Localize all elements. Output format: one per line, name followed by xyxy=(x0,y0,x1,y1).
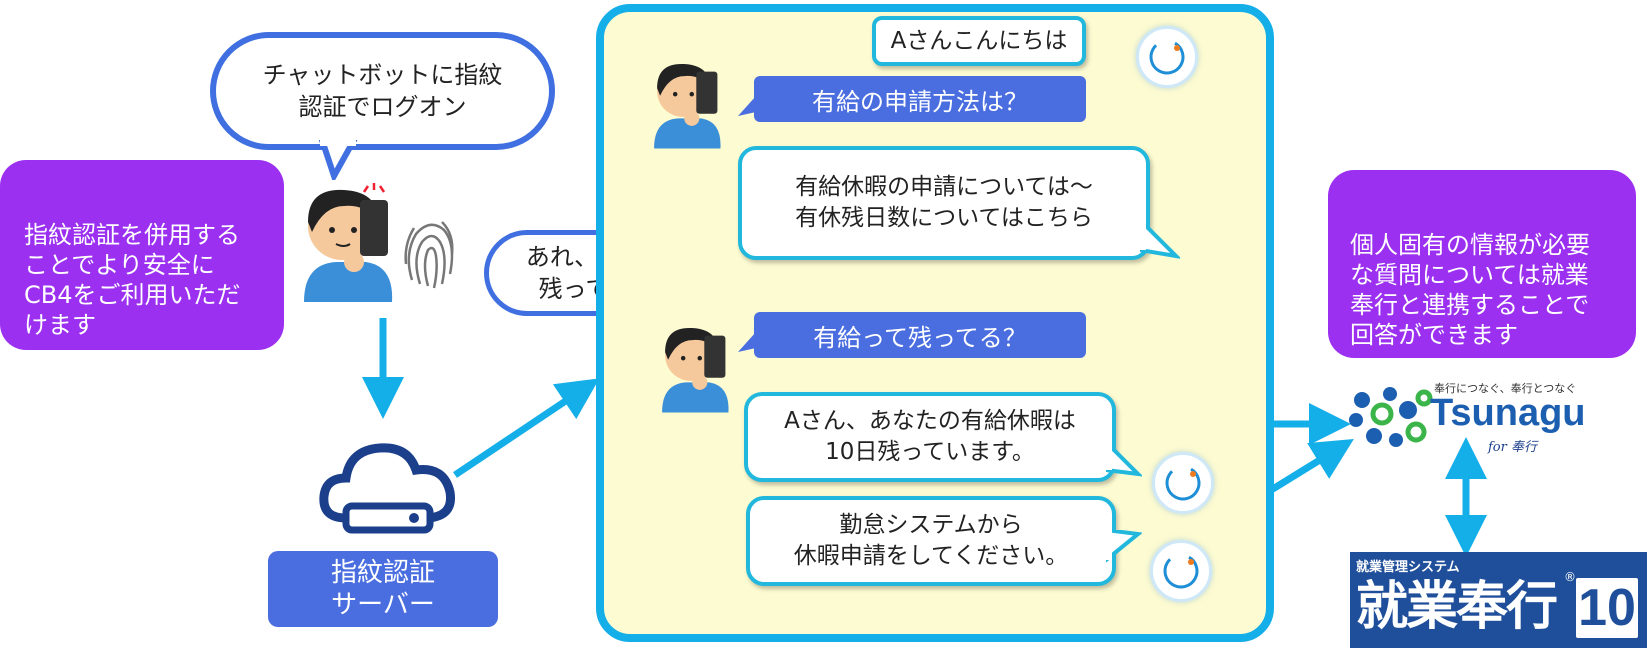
tsunagu-for: for 奉行 xyxy=(1488,440,1537,455)
info-note: 個人固有の情報が必要 な質問については就業 奉行と連携することで 回答ができます xyxy=(1328,170,1636,358)
user-question-1-text: 有給の申請方法は？ xyxy=(812,87,1028,116)
user-with-phone-icon xyxy=(654,63,721,149)
user-question-1: 有給の申請方法は？ xyxy=(754,76,1086,122)
bot-answer-3: 勤怠システムから 休暇申請をしてください。 xyxy=(746,496,1116,586)
arrow-diagonal-icon xyxy=(453,378,600,478)
bugyo-caption: 就業管理システム xyxy=(1356,560,1460,575)
thought-login-text: チャットボットに指紋 認証でログオン xyxy=(262,61,503,121)
bot-answer-2: Aさん、あなたの有給休暇は 10日残っています。 xyxy=(744,392,1116,482)
fingerprint-note: 指紋認証を併用する ことでより安全に CB4をご利用いただ けます xyxy=(0,160,284,350)
bubble-tail-icon xyxy=(738,96,756,116)
bot-answer-1: 有給休暇の申請については～ 有休残日数についてはこちら xyxy=(738,146,1150,260)
bot-answer-1-text: 有給休暇の申請については～ 有休残日数についてはこちら xyxy=(795,174,1093,231)
bot-answer-3-text: 勤怠システムから 休暇申請をしてください。 xyxy=(793,512,1069,569)
tsunagu-logo: 奉行につなぐ、奉行とつなぐ Tsunagu for 奉行 xyxy=(1346,380,1586,455)
chatbot-icon xyxy=(1136,26,1198,88)
bugyo-registered-mark: ® xyxy=(1564,570,1576,584)
tsunagu-name: Tsunagu xyxy=(1430,392,1586,434)
bot-greeting-bubble: Aさんこんにちは xyxy=(872,16,1086,66)
info-note-text: 個人固有の情報が必要 な質問については就業 奉行と連携することで 回答ができます xyxy=(1350,231,1590,349)
server-label-text: 指紋認証 サーバー xyxy=(330,558,435,620)
bubble-tail-icon xyxy=(318,140,358,180)
bugyo-version: 10 xyxy=(1576,578,1638,638)
chatbot-icon xyxy=(1150,540,1212,602)
bot-answer-2-text: Aさん、あなたの有給休暇は 10日残っています。 xyxy=(784,408,1076,465)
thought-bubble-icon: チャットボットに指紋 認証でログオン xyxy=(210,32,555,150)
bugyo-logo: 就業管理システム 就業奉行 ® 10 xyxy=(1350,552,1647,648)
user-question-2: 有給って残ってる？ xyxy=(754,312,1086,358)
chatbot-icon xyxy=(1152,452,1214,514)
user-with-phone-icon xyxy=(304,183,393,302)
fingerprint-icon xyxy=(404,221,454,289)
server-label: 指紋認証 サーバー xyxy=(268,551,498,627)
bubble-tail-icon xyxy=(1106,442,1142,477)
thought-bubble-login: チャットボットに指紋 認証でログオン xyxy=(210,32,555,180)
user-with-phone-icon xyxy=(662,327,729,413)
cloud-server-icon xyxy=(319,443,456,534)
tsunagu-mark-icon xyxy=(1349,387,1433,447)
tsunagu-tagline: 奉行につなぐ、奉行とつなぐ xyxy=(1434,382,1577,395)
bugyo-name: 就業奉行 xyxy=(1356,577,1558,637)
fingerprint-note-text: 指紋認証を併用する ことでより安全に CB4をご利用いただ けます xyxy=(24,221,241,339)
bubble-tail-icon xyxy=(1106,530,1142,563)
bubble-tail-icon xyxy=(1140,220,1180,259)
bubble-tail-icon xyxy=(738,332,756,352)
bot-greeting-text: Aさんこんにちは xyxy=(890,27,1068,54)
user-question-2-text: 有給って残ってる？ xyxy=(813,323,1027,352)
